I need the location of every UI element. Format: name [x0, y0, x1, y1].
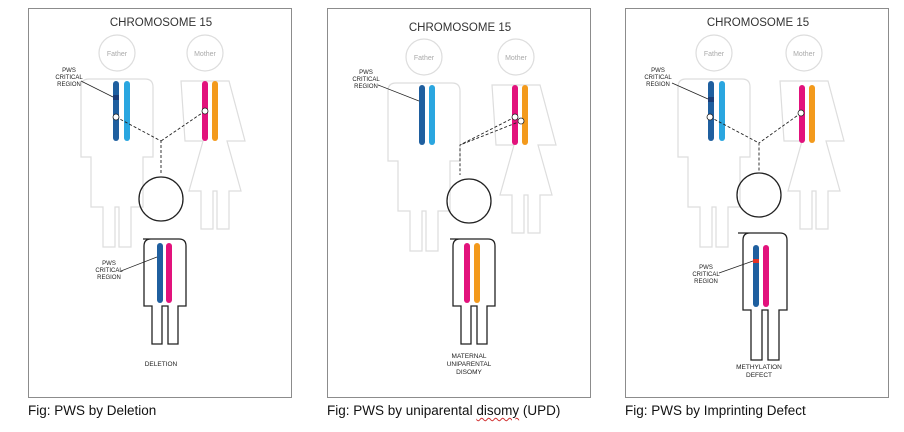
- svg-text:REGION: REGION: [646, 82, 670, 88]
- svg-text:CRITICAL: CRITICAL: [692, 272, 720, 278]
- mother-figure: [779, 34, 845, 230]
- father-origin-dot: [706, 113, 714, 121]
- diagram-title: CHROMOSOME 15: [409, 22, 511, 34]
- child-chromosomes: [464, 243, 480, 303]
- svg-text:REGION: REGION: [694, 279, 718, 285]
- deletion-region-mark: [113, 95, 119, 100]
- father-chromosomes: [113, 81, 130, 141]
- child-chromosomes: [753, 245, 769, 307]
- mother-origin-dot: [201, 107, 209, 115]
- region-pointer: [80, 80, 114, 98]
- svg-text:PWS: PWS: [651, 68, 665, 74]
- child-region-label: PWS CRITICAL REGION: [692, 265, 720, 285]
- panel-deletion: CHROMOSOME 15 Father Mother PWS CRITICAL…: [28, 8, 292, 398]
- father-label: Father: [704, 51, 725, 58]
- father-label: Father: [107, 51, 128, 58]
- svg-text:CRITICAL: CRITICAL: [644, 75, 672, 81]
- mother-origin-dot-2: [517, 117, 525, 125]
- child-figure: [138, 176, 187, 345]
- inheritance-lines: [459, 116, 522, 175]
- mother-origin-dot: [797, 109, 805, 117]
- parent-region-label: PWS CRITICAL REGION: [55, 68, 83, 88]
- svg-text:CRITICAL: CRITICAL: [95, 268, 123, 274]
- inheritance-lines: [709, 112, 802, 172]
- svg-text:DEFECT: DEFECT: [746, 372, 772, 379]
- inheritance-lines: [115, 110, 206, 174]
- upd-diagram: CHROMOSOME 15 Father Mother PWS CRITICAL…: [352, 22, 557, 376]
- bottom-label: DELETION: [145, 361, 178, 368]
- bottom-label: MATERNAL UNIPARENTAL DISOMY: [447, 353, 492, 376]
- svg-text:CRITICAL: CRITICAL: [352, 77, 380, 83]
- child-figure: [736, 172, 788, 361]
- child-chromosomes: [157, 243, 172, 303]
- spellcheck-word: disomy: [476, 403, 520, 418]
- svg-text:PWS: PWS: [102, 261, 116, 267]
- svg-text:CRITICAL: CRITICAL: [55, 75, 83, 81]
- mother-label: Mother: [505, 55, 527, 62]
- panel-imprinting: CHROMOSOME 15 Father Mother PWS CRITICAL…: [625, 8, 889, 398]
- mother-label: Mother: [793, 51, 815, 58]
- imprinted-region-mark: [708, 97, 714, 102]
- caption-imprinting: Fig: PWS by Imprinting Defect: [625, 403, 806, 418]
- father-figure: [80, 34, 154, 248]
- deletion-diagram: CHROMOSOME 15 Father Mother PWS CRITICAL…: [55, 17, 246, 368]
- father-chromosomes: [419, 85, 435, 145]
- svg-text:PWS: PWS: [62, 68, 76, 74]
- child-region-label: PWS CRITICAL REGION: [95, 261, 123, 281]
- caption-upd: Fig: PWS by uniparental disomy (UPD): [327, 403, 561, 418]
- parent-region-label: PWS CRITICAL REGION: [352, 70, 380, 90]
- svg-text:REGION: REGION: [97, 275, 121, 281]
- mother-origin-dot-1: [511, 113, 519, 121]
- father-origin-dot: [112, 113, 120, 121]
- svg-text:METHYLATION: METHYLATION: [736, 364, 782, 371]
- diagram-title: CHROMOSOME 15: [707, 17, 809, 29]
- imprinting-diagram: CHROMOSOME 15 Father Mother PWS CRITICAL…: [644, 17, 845, 379]
- child-region-pointer: [120, 256, 158, 272]
- svg-text:PWS: PWS: [699, 265, 713, 271]
- svg-text:PWS: PWS: [359, 70, 373, 76]
- svg-text:MATERNAL: MATERNAL: [452, 353, 487, 360]
- methylation-defect-mark: [753, 259, 759, 263]
- svg-text:REGION: REGION: [354, 84, 378, 90]
- svg-text:UNIPARENTAL: UNIPARENTAL: [447, 361, 492, 368]
- mother-figure: [491, 38, 557, 234]
- caption-deletion: Fig: PWS by Deletion: [28, 403, 157, 418]
- father-figure: [677, 34, 751, 248]
- parent-region-label: PWS CRITICAL REGION: [644, 68, 672, 88]
- svg-text:REGION: REGION: [57, 82, 81, 88]
- father-label: Father: [414, 55, 435, 62]
- region-pointer: [671, 82, 709, 100]
- svg-text:DISOMY: DISOMY: [456, 369, 482, 376]
- father-chromosomes: [708, 81, 725, 141]
- mother-label: Mother: [194, 51, 216, 58]
- bottom-label: METHYLATION DEFECT: [736, 364, 782, 379]
- child-region-pointer: [718, 260, 754, 274]
- region-pointer: [377, 84, 420, 102]
- child-figure: [446, 178, 496, 345]
- father-figure: [387, 38, 461, 252]
- panel-upd: CHROMOSOME 15 Father Mother PWS CRITICAL…: [327, 8, 591, 398]
- mother-figure: [180, 34, 246, 230]
- diagram-title: CHROMOSOME 15: [110, 17, 212, 29]
